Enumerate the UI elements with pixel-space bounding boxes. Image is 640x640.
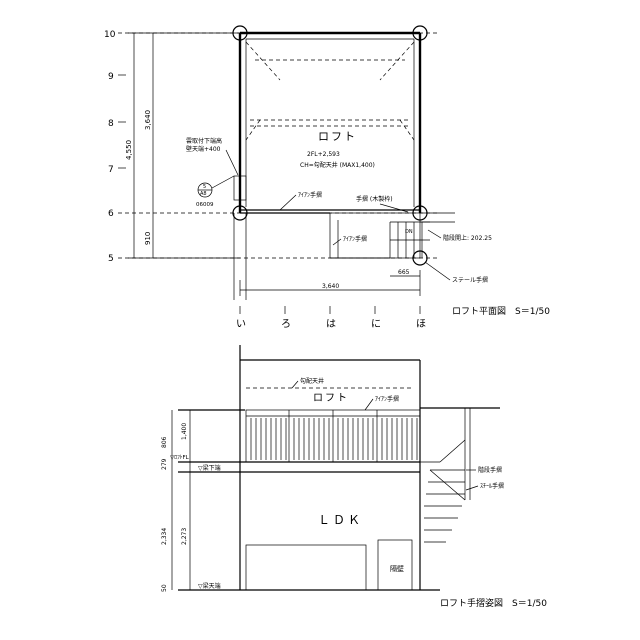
column-grid-ticks bbox=[239, 306, 421, 314]
stair-opening bbox=[329, 212, 455, 259]
elevation-dimensions bbox=[171, 410, 191, 590]
plan-handrail-iron-1: ｱｲｱﾝ手摺 bbox=[298, 191, 322, 199]
railing bbox=[245, 409, 421, 463]
elev-partition-label: 隔壁 bbox=[390, 564, 404, 573]
row-label-10: 10 bbox=[104, 30, 116, 40]
column-circle bbox=[232, 25, 248, 41]
elevation-stair bbox=[420, 408, 471, 543]
rafter-lines bbox=[245, 41, 415, 141]
elev-loft-label: ロフト bbox=[313, 393, 349, 404]
elev-room-label: ＬＤＫ bbox=[318, 513, 363, 527]
row-grid-ticks bbox=[118, 32, 440, 259]
dim-b: 806 bbox=[161, 436, 168, 448]
dim-upper-height: 3,640 bbox=[144, 110, 152, 130]
elevation-frame bbox=[178, 345, 500, 591]
beam-underside-2: ▽梁天端 bbox=[198, 582, 221, 590]
col-label-ro: ろ bbox=[281, 319, 291, 330]
floor-mark: ▽ﾛﾌﾄFL bbox=[170, 454, 190, 461]
dim-d: 2,334 bbox=[161, 528, 168, 545]
dim-c: 279 bbox=[161, 458, 168, 470]
plan-handrail-iron-2: ｱｲｱﾝ手摺 bbox=[343, 235, 367, 243]
dim-f: 50 bbox=[161, 584, 168, 592]
plan-title: ロフト平面図 S＝1/50 bbox=[452, 306, 550, 317]
elev-steel-handrail: ｽﾁｰﾙ手摺 bbox=[480, 482, 504, 490]
plan-room-label: ロフト bbox=[318, 130, 357, 143]
plan-stair-label: 階段開上: 202.25 bbox=[443, 234, 492, 242]
dim-e: 2,273 bbox=[181, 528, 188, 545]
section-mark-top: 5 bbox=[203, 184, 206, 190]
row-label-6: 6 bbox=[108, 209, 114, 219]
window-opening bbox=[233, 175, 247, 201]
loft-wall-inner bbox=[233, 38, 415, 300]
dim-lower-height: 910 bbox=[144, 232, 152, 245]
plan-handrail-wood: 手摺 (木製枠) bbox=[356, 195, 393, 203]
plan-floor-level: 2FL+2,593 bbox=[307, 151, 340, 158]
railing-balusters bbox=[250, 418, 418, 460]
plan-dimension-vertical bbox=[128, 32, 240, 259]
loft-plan: 10 9 8 7 6 5 4,550 3,640 910 bbox=[104, 25, 550, 330]
lower-walls bbox=[245, 539, 413, 591]
elevation-title: ロフト手摺姿図 S＝1/50 bbox=[440, 597, 547, 609]
loft-walls bbox=[238, 31, 422, 213]
dim-a: 1,400 bbox=[181, 423, 188, 440]
dim-stair-width: 665 bbox=[398, 269, 410, 276]
elev-ceiling-label: 勾配天井 bbox=[300, 377, 324, 385]
plan-up-mark: DN bbox=[405, 229, 413, 235]
col-label-ho: ほ bbox=[416, 318, 426, 330]
plan-steel-handrail: ステール手摺 bbox=[452, 276, 488, 284]
col-label-ni: に bbox=[371, 318, 381, 330]
section-mark-bottom: A8 bbox=[200, 191, 207, 197]
dim-total-width: 3,640 bbox=[322, 283, 339, 290]
column-circle bbox=[412, 25, 428, 41]
col-label-ha: は bbox=[326, 318, 336, 330]
col-label-i: い bbox=[236, 319, 246, 330]
note-line-1: 雲取付下端高 bbox=[186, 137, 222, 145]
plan-ceiling-height: CH=勾配天井 (MAX1,400) bbox=[300, 161, 375, 169]
elev-stair-handrail: 階段手摺 bbox=[478, 466, 502, 474]
row-label-8: 8 bbox=[108, 119, 114, 129]
beam-underside-1: ▽梁下端 bbox=[198, 464, 221, 472]
loft-elevation: 806 1,400 279 2,334 2,273 50 ▽ﾛﾌﾄFL ▽梁下端… bbox=[161, 345, 547, 609]
section-mark-code: 06009 bbox=[196, 202, 214, 208]
dim-total-height: 4,550 bbox=[125, 140, 133, 160]
plan-dimension-horizontal bbox=[239, 270, 421, 296]
note-line-2: 壁天端+400 bbox=[186, 145, 221, 153]
row-grid-labels: 10 9 8 7 6 5 bbox=[104, 30, 116, 264]
loft-front-edge bbox=[240, 209, 420, 214]
elev-iron-handrail: ｱｲｱﾝ手摺 bbox=[375, 395, 399, 403]
row-label-7: 7 bbox=[108, 165, 114, 175]
column-grid-labels: い ろ は に ほ bbox=[236, 318, 426, 330]
row-label-5: 5 bbox=[108, 254, 114, 264]
row-label-9: 9 bbox=[108, 72, 114, 82]
